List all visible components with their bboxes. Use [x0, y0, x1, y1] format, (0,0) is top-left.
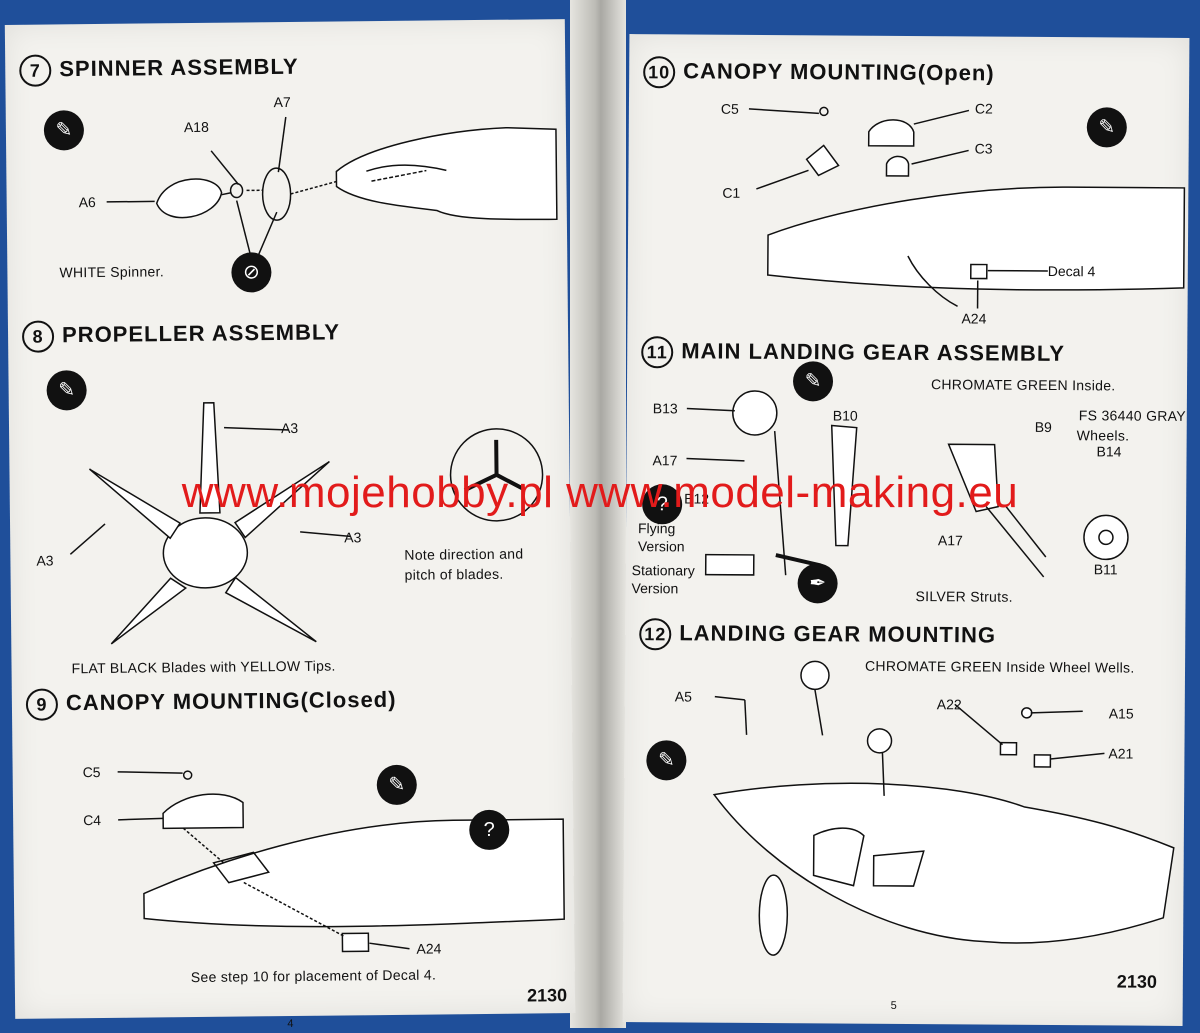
part-c5: C5	[83, 764, 101, 780]
step-10-number: 10	[643, 56, 675, 88]
step-12-title: 12 LANDING GEAR MOUNTING	[639, 618, 996, 652]
step-7-title: 7 SPINNER ASSEMBLY	[19, 52, 299, 87]
part-a17-top: A17	[652, 452, 677, 468]
step-10-title-text: CANOPY MOUNTING(Open)	[683, 58, 995, 85]
part-a24: A24	[416, 940, 441, 956]
step-10-title: 10 CANOPY MOUNTING(Open)	[643, 56, 995, 90]
part-a22: A22	[937, 696, 962, 712]
flying-version-line-1: Flying	[638, 520, 675, 536]
step-8-blades-note: FLAT BLACK Blades with YELLOW Tips.	[71, 658, 335, 677]
part-c5: C5	[721, 101, 739, 117]
step-9-title: 9 CANOPY MOUNTING(Closed)	[26, 685, 397, 721]
step-12-title-text: LANDING GEAR MOUNTING	[679, 620, 996, 647]
step-12-note: CHROMATE GREEN Inside Wheel Wells.	[865, 658, 1135, 676]
stationary-version-line-1: Stationary	[632, 562, 695, 578]
part-b10: B10	[833, 407, 858, 423]
part-a3-right: A3	[344, 529, 361, 545]
step-7-title-text: SPINNER ASSEMBLY	[59, 54, 299, 82]
step-8-title-text: PROPELLER ASSEMBLY	[62, 319, 340, 347]
flying-version-line-2: Version	[638, 538, 685, 554]
part-b11: B11	[1094, 561, 1118, 577]
part-c4: C4	[83, 812, 101, 828]
question-mark-icon: ?	[469, 810, 509, 850]
step-11-number: 11	[641, 336, 673, 368]
part-a24: A24	[961, 310, 986, 326]
glue-tube-icon: ✎	[793, 361, 833, 401]
part-c3: C3	[975, 140, 993, 156]
note-silver-struts: SILVER Struts.	[915, 588, 1012, 605]
step-11-title: 11 MAIN LANDING GEAR ASSEMBLY	[641, 336, 1065, 371]
step-7-note: WHITE Spinner.	[59, 263, 164, 280]
right-page-drawings	[623, 34, 1190, 1026]
step-9-note: See step 10 for placement of Decal 4.	[191, 966, 437, 985]
decal-4-label: Decal 4	[1048, 263, 1096, 279]
cement-brush-icon: ✒	[797, 563, 837, 603]
no-glue-icon: ⊘	[231, 252, 271, 292]
part-b13: B13	[653, 400, 678, 416]
note-gray-wheels-line-1: FS 36440 GRAY	[1079, 407, 1186, 424]
website-watermark: www.mojehobby.pl www.model-making.eu	[0, 468, 1200, 518]
note-gray-wheels-line-2: Wheels.	[1077, 427, 1130, 443]
part-a17-bottom: A17	[938, 532, 963, 548]
glue-tube-icon: ✎	[1087, 107, 1127, 147]
step-8-number: 8	[22, 320, 54, 352]
stationary-version-line-2: Version	[632, 580, 679, 596]
note-direction-line-2: pitch of blades.	[405, 566, 504, 583]
part-a18: A18	[184, 119, 209, 135]
glue-tube-icon: ✎	[46, 370, 86, 410]
step-9-title-text: CANOPY MOUNTING(Closed)	[66, 687, 397, 715]
page-number-right: 5	[891, 1000, 897, 1012]
part-b9: B9	[1035, 419, 1052, 435]
part-b14: B14	[1096, 443, 1121, 459]
part-a15: A15	[1109, 705, 1134, 721]
instruction-page-left: 7 SPINNER ASSEMBLY ✎ A18 A7 A6 ⊘ WHITE Sp…	[5, 19, 575, 1019]
kit-code-left: 2130	[527, 985, 567, 1006]
kit-code-right: 2130	[1117, 971, 1157, 992]
step-8-title: 8 PROPELLER ASSEMBLY	[22, 317, 340, 352]
instruction-page-right: 10 CANOPY MOUNTING(Open) C5 C2 ✎ C3 C1 De…	[623, 34, 1190, 1026]
part-a3-left: A3	[36, 552, 53, 568]
part-c1: C1	[722, 185, 740, 201]
note-chromate-inside: CHROMATE GREEN Inside.	[931, 376, 1116, 393]
part-a6: A6	[79, 194, 96, 210]
left-page-drawings	[5, 19, 575, 1019]
part-a5: A5	[675, 688, 692, 704]
part-a3-top: A3	[281, 420, 298, 436]
step-7-number: 7	[19, 54, 51, 86]
part-a21: A21	[1108, 745, 1133, 761]
part-c2: C2	[975, 100, 993, 116]
step-11-title-text: MAIN LANDING GEAR ASSEMBLY	[681, 338, 1065, 366]
glue-tube-icon: ✎	[44, 110, 84, 150]
note-direction-line-1: Note direction and	[404, 546, 523, 563]
step-9-number: 9	[26, 688, 58, 720]
glue-tube-icon: ✎	[646, 740, 686, 780]
glue-tube-icon: ✎	[377, 765, 417, 805]
step-12-number: 12	[639, 618, 671, 650]
part-a7: A7	[274, 94, 291, 110]
page-number-left: 4	[287, 1018, 293, 1030]
